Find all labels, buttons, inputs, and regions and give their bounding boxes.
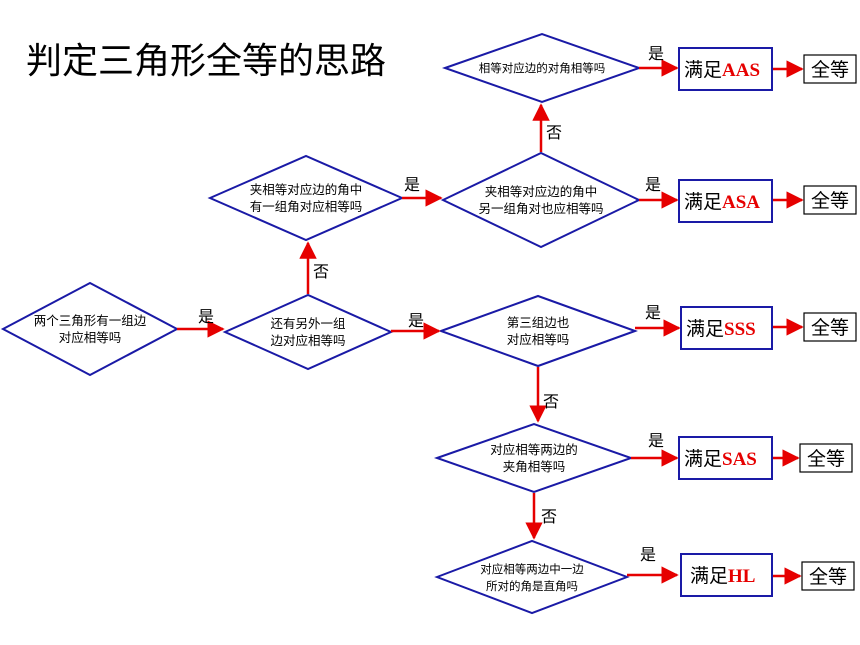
- decision-asa-line2: 另一组角对也应相等吗: [478, 201, 603, 216]
- result-asa-prefix: 满足: [684, 191, 722, 213]
- decision-other-side-line2: 边对应相等吗: [270, 333, 345, 348]
- label-yes-aas: 是: [648, 44, 664, 63]
- decision-asa-line1: 夹相等对应边的角中: [485, 184, 598, 199]
- svg-text:满足HL: 满足HL: [690, 565, 755, 587]
- decision-right-angle: 对应相等两边中一边 所对的角是直角吗: [434, 539, 630, 615]
- result-hl: 满足HL: [680, 553, 773, 597]
- label-yes-adjacent: 是: [404, 175, 420, 194]
- decision-start: 两个三角形有一组边 对应相等吗: [0, 281, 180, 377]
- svg-text:满足SAS: 满足SAS: [684, 448, 757, 470]
- decision-included-angle-line2: 夹角相等吗: [503, 459, 566, 474]
- decision-third-side: 第三组边也 对应相等吗: [438, 294, 638, 368]
- result-sas-prefix: 满足: [684, 448, 722, 470]
- svg-text:满足ASA: 满足ASA: [684, 191, 760, 213]
- label-yes-start: 是: [198, 307, 214, 326]
- label-yes-right: 是: [640, 545, 656, 564]
- result-sss-criterion: SSS: [724, 319, 756, 340]
- result-hl-prefix: 满足: [690, 565, 728, 587]
- congruent-sss: 全等: [803, 312, 857, 342]
- label-yes-other: 是: [408, 311, 424, 330]
- congruent-asa-label: 全等: [811, 190, 849, 212]
- congruent-sas: 全等: [799, 443, 853, 473]
- decision-asa: 夹相等对应边的角中 另一组角对也应相等吗: [440, 151, 642, 249]
- decision-other-side-line1: 还有另外一组: [270, 316, 345, 331]
- label-yes-included: 是: [648, 431, 664, 450]
- decision-included-angle: 对应相等两边的 夹角相等吗: [433, 422, 635, 494]
- result-hl-criterion: HL: [728, 566, 755, 587]
- result-aas-criterion: AAS: [722, 60, 760, 81]
- label-no-asa: 否: [546, 123, 562, 142]
- decision-start-line2: 对应相等吗: [59, 330, 122, 345]
- label-no-third: 否: [543, 392, 559, 411]
- congruent-asa: 全等: [803, 185, 857, 215]
- result-asa: 满足ASA: [678, 179, 773, 223]
- decision-right-angle-line2: 所对的角是直角吗: [486, 579, 578, 593]
- congruent-hl-label: 全等: [809, 566, 847, 588]
- congruent-aas-label: 全等: [811, 59, 849, 81]
- result-sss: 满足SSS: [680, 306, 773, 350]
- result-asa-criterion: ASA: [722, 192, 760, 213]
- result-aas: 满足AAS: [678, 47, 773, 91]
- congruent-sss-label: 全等: [811, 317, 849, 339]
- label-yes-third: 是: [645, 303, 661, 322]
- congruent-hl: 全等: [801, 561, 855, 591]
- decision-included-angle-line1: 对应相等两边的: [490, 442, 578, 457]
- svg-text:满足AAS: 满足AAS: [684, 59, 760, 81]
- congruent-aas: 全等: [803, 54, 857, 84]
- decision-third-side-line1: 第三组边也: [507, 315, 570, 330]
- decision-aas-line1: 相等对应边的对角相等吗: [479, 61, 606, 75]
- decision-right-angle-line1: 对应相等两边中一边: [480, 562, 584, 576]
- decision-other-side: 还有另外一组 边对应相等吗: [222, 293, 394, 371]
- result-sas-criterion: SAS: [722, 449, 757, 470]
- decision-adjacent-angle-line2: 有一组角对应相等吗: [250, 199, 363, 214]
- decision-adjacent-angle-line1: 夹相等对应边的角中: [250, 182, 363, 197]
- congruent-sas-label: 全等: [807, 448, 845, 470]
- decision-aas: 相等对应边的对角相等吗: [441, 32, 643, 104]
- page-title: 判定三角形全等的思路: [26, 41, 386, 82]
- decision-third-side-line2: 对应相等吗: [507, 332, 570, 347]
- decision-start-line1: 两个三角形有一组边: [34, 313, 147, 328]
- result-sas: 满足SAS: [678, 436, 773, 480]
- decision-adjacent-angle: 夹相等对应边的角中 有一组角对应相等吗: [207, 154, 405, 242]
- arrows: [177, 59, 804, 585]
- result-sss-prefix: 满足: [686, 318, 724, 340]
- label-no-other: 否: [313, 262, 329, 281]
- svg-text:满足SSS: 满足SSS: [686, 318, 756, 340]
- label-no-included: 否: [541, 507, 557, 526]
- label-yes-asa: 是: [645, 175, 661, 194]
- result-aas-prefix: 满足: [684, 59, 722, 81]
